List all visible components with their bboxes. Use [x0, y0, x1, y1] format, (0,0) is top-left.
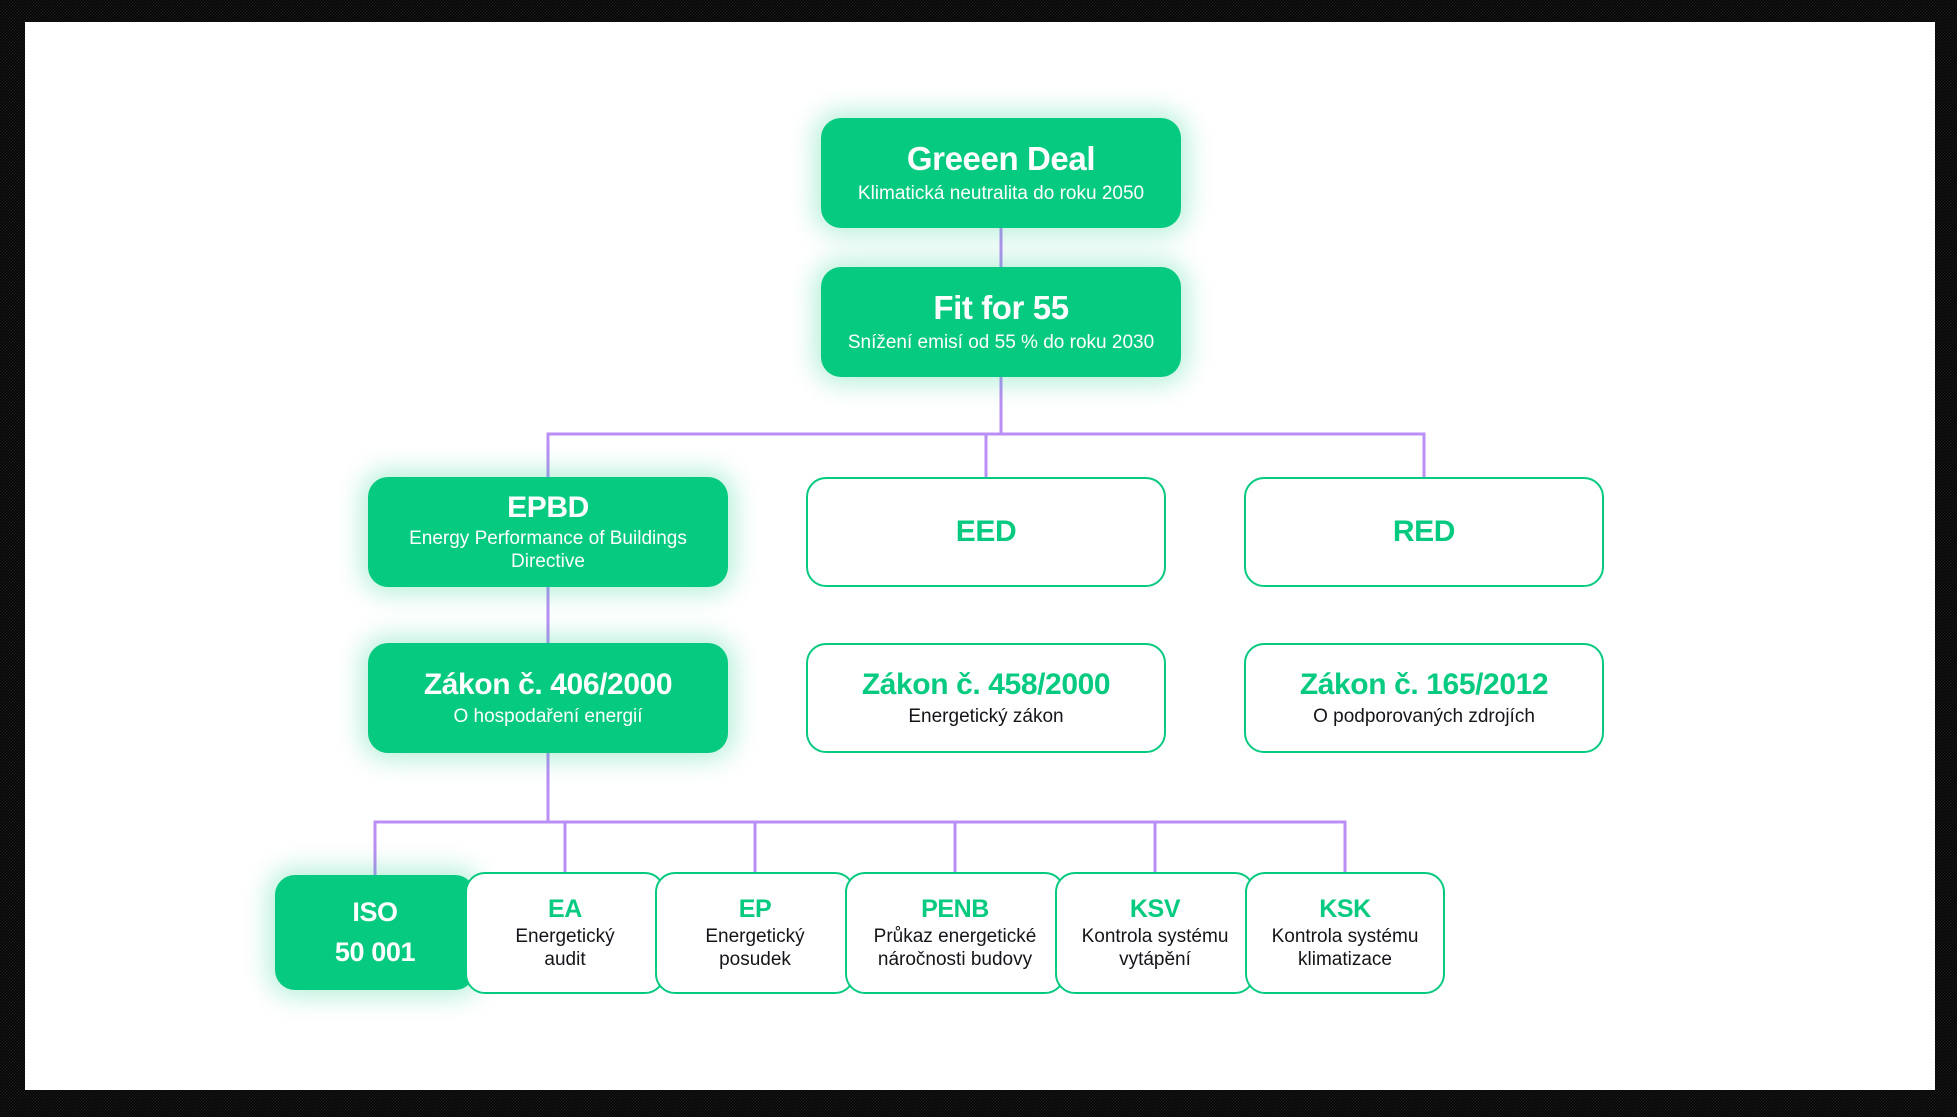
node-title: Zákon č. 406/2000 — [423, 668, 673, 702]
node-subtitle: Snížení emisí od 55 % do roku 2030 — [847, 331, 1155, 353]
node-title: EPBD — [507, 490, 589, 524]
node-zakon-165-2012[interactable]: Zákon č. 165/2012 O podporovaných zdrojíc… — [1244, 643, 1604, 753]
node-subtitle: Klimatická neutralita do roku 2050 — [857, 182, 1145, 204]
node-subtitle: Energetický posudek — [705, 925, 805, 970]
node-iso-50001[interactable]: ISO 50 001 — [275, 875, 475, 990]
node-subtitle: O podporovaných zdrojích — [1313, 705, 1535, 727]
node-subtitle: O hospodaření energií — [453, 705, 643, 727]
node-subtitle: Energetický audit — [515, 925, 615, 970]
node-zakon-406-2000[interactable]: Zákon č. 406/2000 O hospodaření energií — [368, 643, 728, 753]
node-subtitle: Průkaz energetické náročnosti budovy — [873, 925, 1037, 970]
node-title: KSK — [1319, 894, 1371, 923]
node-title: ISO 50 001 — [334, 897, 416, 967]
node-title: Greeen Deal — [906, 139, 1096, 177]
node-title: EED — [955, 515, 1017, 549]
node-title: Fit for 55 — [933, 288, 1069, 326]
node-title: Zákon č. 165/2012 — [1299, 668, 1549, 702]
node-eed[interactable]: EED — [806, 477, 1166, 587]
node-epbd[interactable]: EPBD Energy Performance of Buildings Dire… — [368, 477, 728, 587]
node-title: Zákon č. 458/2000 — [861, 668, 1111, 702]
node-subtitle: Energetický zákon — [908, 705, 1064, 727]
node-title: RED — [1392, 515, 1456, 549]
node-red[interactable]: RED — [1244, 477, 1604, 587]
node-subtitle: Kontrola systému klimatizace — [1271, 925, 1419, 970]
node-title: EA — [548, 894, 582, 923]
node-title: PENB — [921, 894, 989, 923]
connector-lines — [373, 226, 1426, 877]
node-subtitle: Kontrola systému vytápění — [1081, 925, 1229, 970]
node-title: EP — [738, 894, 772, 923]
node-fit-for-55[interactable]: Fit for 55 Snížení emisí od 55 % do roku … — [821, 267, 1181, 377]
node-subtitle: Energy Performance of Buildings Directiv… — [409, 528, 687, 573]
node-title: KSV — [1129, 894, 1181, 923]
